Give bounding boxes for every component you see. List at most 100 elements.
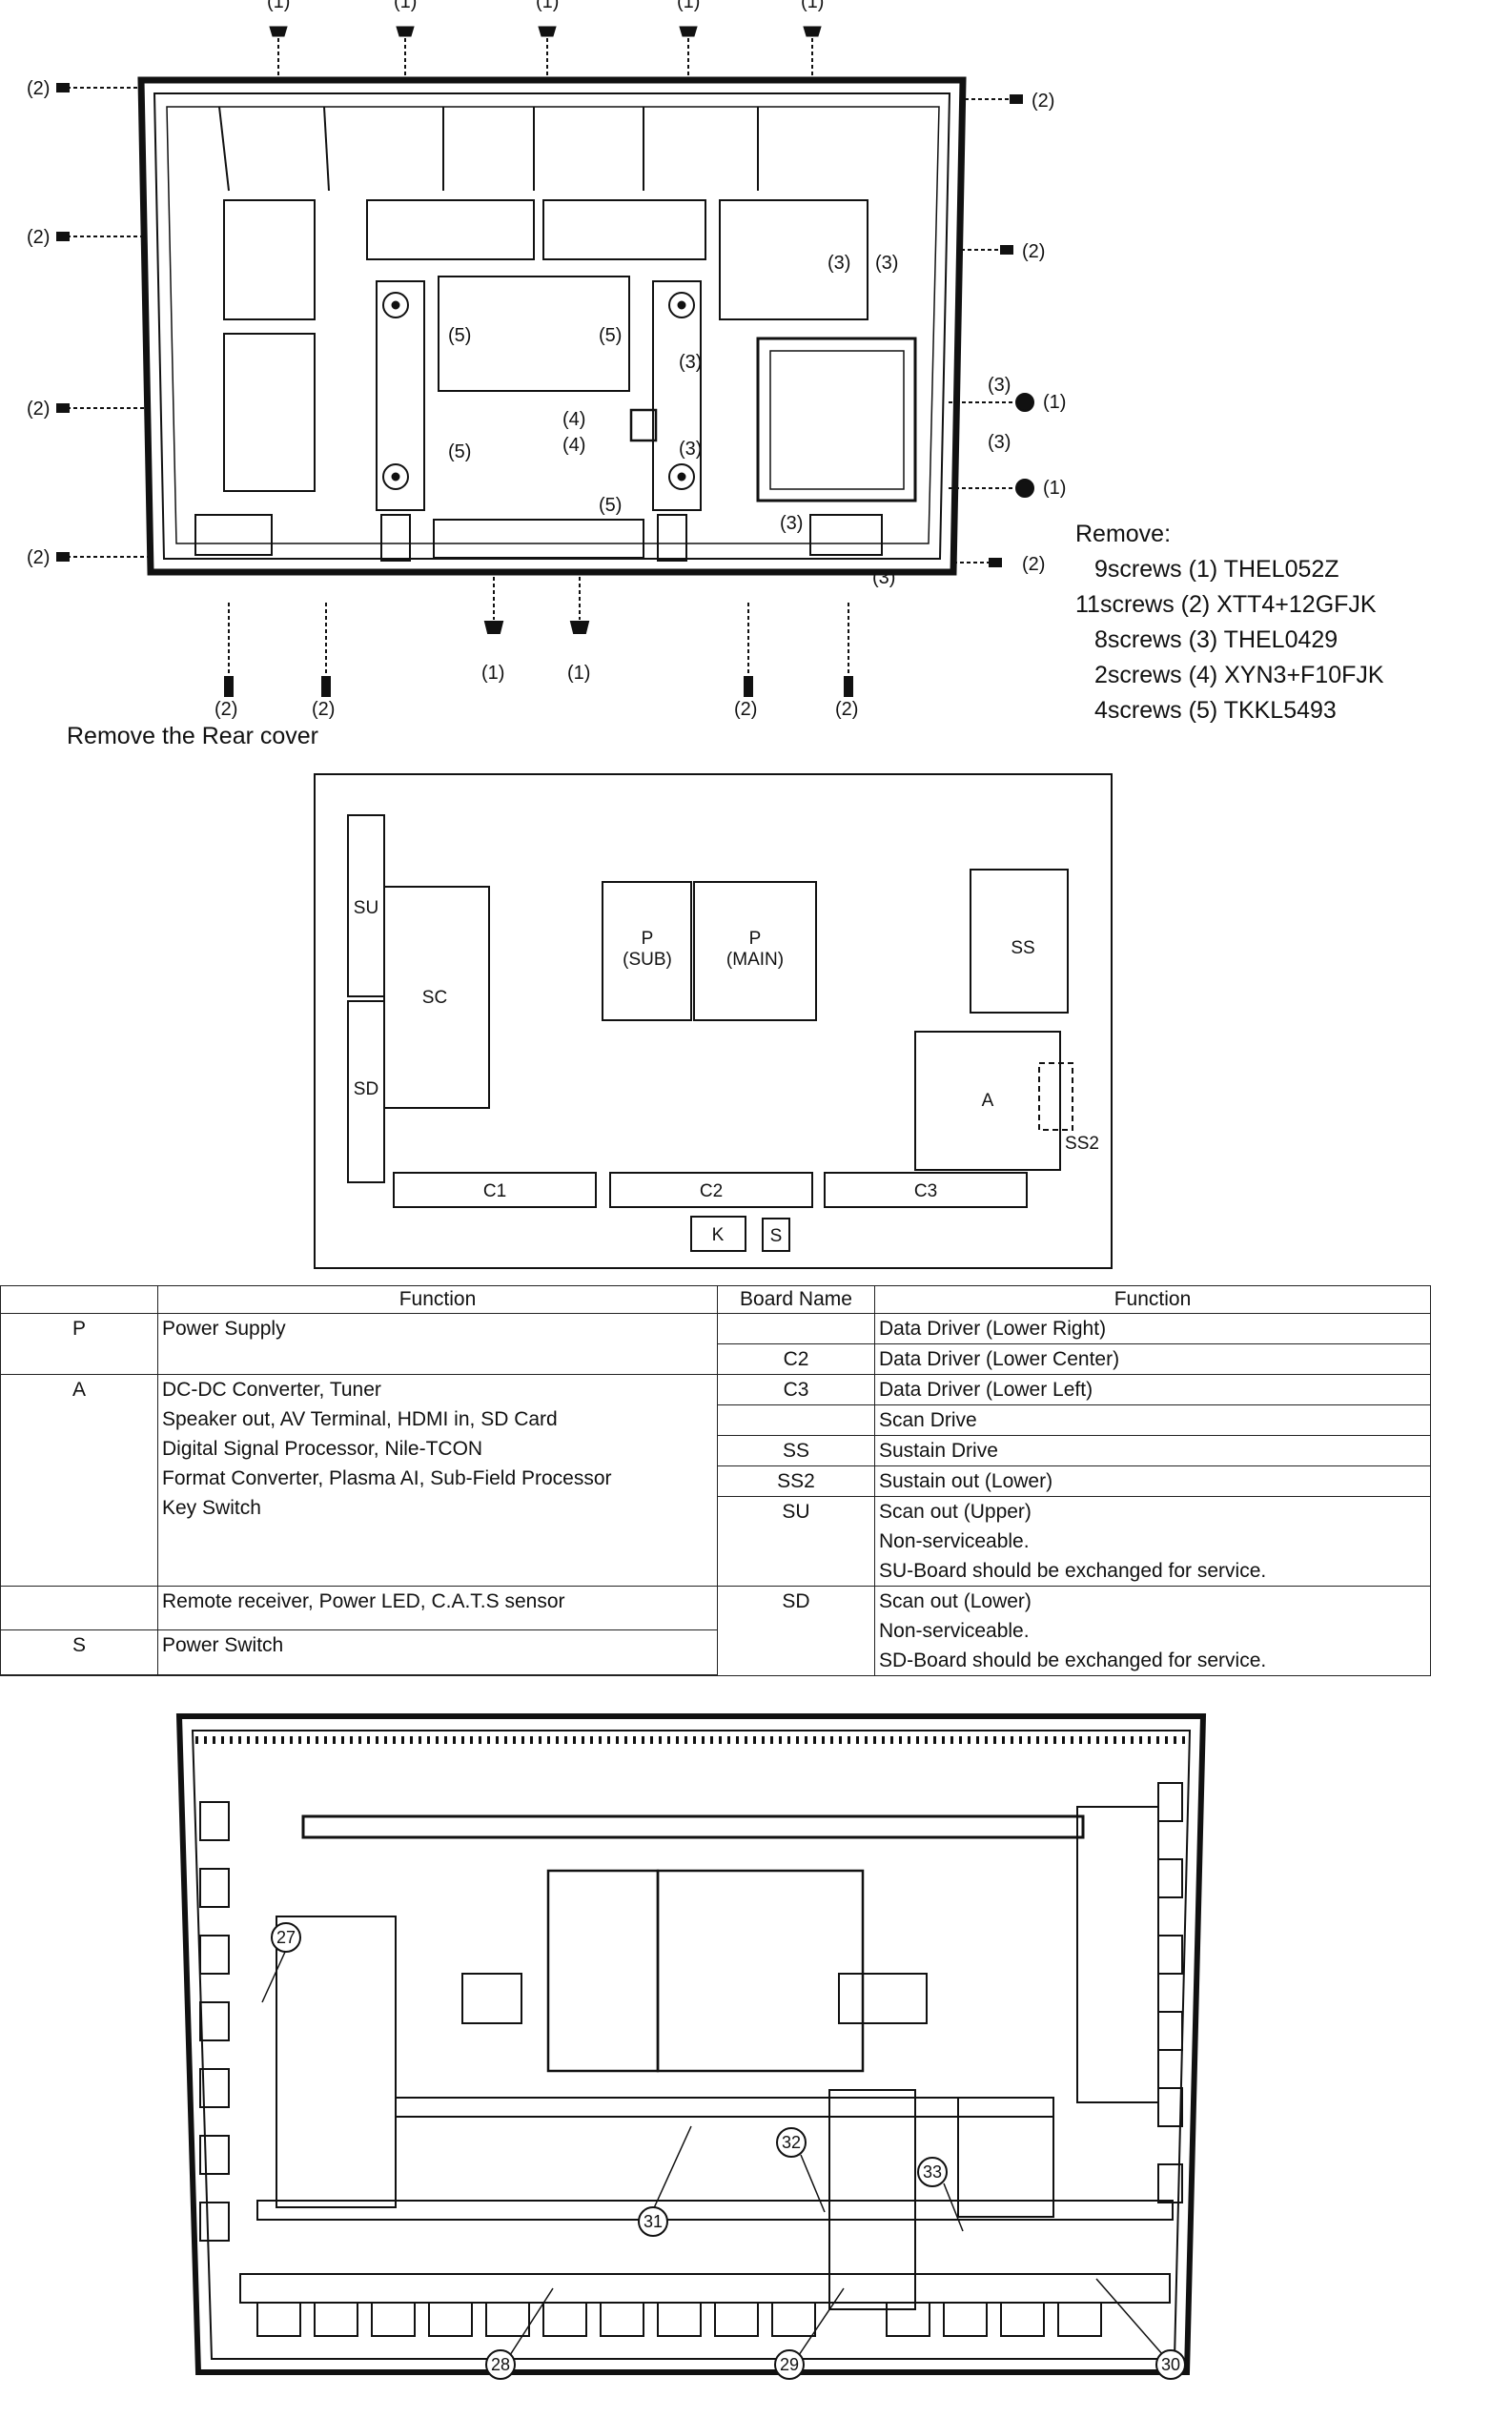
rear-cover-caption: Remove the Rear cover: [67, 723, 319, 749]
label-1: (1): [394, 0, 417, 12]
empty-cell: [0, 1673, 158, 1677]
screw-labels: (1) (1) (1) (1) (1) (2) (2) (2) (2) (2) …: [27, 0, 1066, 720]
function-line: Key Switch: [162, 1497, 261, 1519]
screw-markers: [56, 26, 1034, 697]
function-cell: Data Driver (Lower Right): [874, 1313, 1431, 1344]
board-s: [762, 1218, 790, 1252]
board-sc: [383, 886, 490, 1109]
label-3: (3): [679, 439, 702, 460]
board-name-cell: SU: [717, 1496, 875, 1587]
function-cell: Scan Drive: [874, 1404, 1431, 1436]
callout-29: 29: [780, 2355, 799, 2374]
table-row: A DC-DC Converter, Tuner Speaker out, AV…: [0, 1374, 1431, 1587]
function-cell-multiline: DC-DC Converter, Tuner Speaker out, AV T…: [157, 1374, 718, 1587]
function-line: Non-serviceable.: [879, 1530, 1030, 1552]
label-4: (4): [562, 435, 585, 456]
remove-line: 9screws (1) THEL052Z: [1094, 556, 1339, 583]
function-cell: Sustain out (Lower): [874, 1465, 1431, 1497]
remove-line: 11screws (2) XTT4+12GFJK: [1075, 591, 1377, 618]
function-cell-multiline: Scan out (Upper) Non-serviceable. SU-Boa…: [874, 1496, 1431, 1587]
label-2: (2): [27, 227, 50, 248]
label-1: (1): [267, 0, 290, 12]
label-p-main: P: [749, 929, 762, 949]
function-cell: Sustain Drive: [874, 1435, 1431, 1466]
label-2: (2): [215, 699, 237, 720]
label-2: (2): [1032, 91, 1054, 112]
function-cell: Remote receiver, Power LED, C.A.T.S sens…: [157, 1585, 718, 1631]
label-2: (2): [1022, 554, 1045, 575]
label-1: (1): [536, 0, 559, 12]
label-c2: C2: [700, 1181, 723, 1201]
board-p-main: [693, 881, 817, 1021]
label-1: (1): [801, 0, 824, 12]
chassis-callout-labels: 27 28 29 30 31 32 33: [276, 1928, 1180, 2374]
label-ss2: SS2: [1065, 1134, 1099, 1154]
board-k: [690, 1216, 746, 1252]
board-c3: [824, 1172, 1028, 1208]
label-2: (2): [734, 699, 757, 720]
label-a: A: [982, 1091, 994, 1111]
label-3: (3): [679, 352, 702, 373]
label-3: (3): [872, 567, 895, 588]
header-blank: [0, 1285, 158, 1314]
label-3: (3): [828, 253, 850, 274]
board-name-cell: SS2: [717, 1465, 875, 1497]
label-1: (1): [567, 663, 590, 684]
bottom-screws: [224, 577, 853, 697]
board-name-cell: C2: [717, 1343, 875, 1375]
board-p-sub: [602, 881, 692, 1021]
board-name-cell: SD: [717, 1586, 875, 1676]
function-line: Scan out (Lower): [879, 1590, 1032, 1612]
board-name-cell: A: [0, 1374, 158, 1587]
label-su: SU: [354, 898, 378, 918]
board-a: [914, 1031, 1061, 1171]
board-name-cell: S: [0, 1629, 158, 1675]
label-2: (2): [27, 78, 50, 99]
function-cell: Data Driver (Lower Left): [874, 1374, 1431, 1405]
function-cell: Power Supply: [157, 1313, 718, 1375]
label-4: (4): [562, 409, 585, 430]
function-line: DC-DC Converter, Tuner: [162, 1379, 381, 1401]
table-row: S Power Switch: [0, 1629, 1431, 1675]
table-row: Remote receiver, Power LED, C.A.T.S sens…: [0, 1585, 1431, 1676]
table-row: SU Scan out (Upper) Non-serviceable. SU-…: [1, 1496, 1431, 1587]
label-5: (5): [599, 495, 622, 516]
callout-32: 32: [782, 2133, 801, 2152]
label-c1: C1: [483, 1181, 506, 1201]
label-3: (3): [780, 513, 803, 534]
function-cell: Data Driver (Lower Center): [874, 1343, 1431, 1375]
callout-30: 30: [1161, 2355, 1180, 2374]
function-cell-multiline: Scan out (Lower) Non-serviceable. SD-Boa…: [874, 1586, 1431, 1676]
function-line: SU-Board should be exchanged for service…: [879, 1560, 1267, 1582]
table-row: Scan Drive: [1, 1404, 1431, 1436]
label-1: (1): [481, 663, 504, 684]
function-line: Scan out (Upper): [879, 1501, 1032, 1523]
callout-28: 28: [491, 2355, 510, 2374]
label-k: K: [712, 1225, 725, 1245]
board-name-cell: [717, 1404, 875, 1436]
board-name-cell: C3: [717, 1374, 875, 1405]
label-3: (3): [875, 253, 898, 274]
table-row: SS2 Sustain out (Lower): [1, 1465, 1431, 1497]
label-ss: SS: [1011, 938, 1034, 958]
top-screws: [269, 26, 822, 84]
label-5: (5): [599, 325, 622, 346]
board-ss2: [1038, 1062, 1073, 1131]
header-function-right: Function: [874, 1285, 1431, 1314]
left-screws: [56, 83, 148, 562]
label-3: (3): [988, 375, 1011, 396]
board-name-cell: [0, 1585, 158, 1631]
right-screws: [949, 94, 1034, 567]
table-row: P Power Supply Data Driver (Lower Right): [0, 1313, 1431, 1375]
label-p-sub: P: [642, 929, 654, 949]
board-name-cell: SS: [717, 1435, 875, 1466]
remove-instructions: Remove: 9screws (1) THEL052Z 11screws (2…: [1075, 517, 1384, 728]
board-c2: [609, 1172, 813, 1208]
function-line: Digital Signal Processor, Nile-TCON: [162, 1438, 483, 1460]
header-function-left: Function: [157, 1285, 718, 1314]
label-p-sub-2: (SUB): [623, 950, 672, 970]
label-1: (1): [677, 0, 700, 12]
label-c3: C3: [914, 1181, 937, 1201]
board-layout: [314, 773, 1113, 1269]
